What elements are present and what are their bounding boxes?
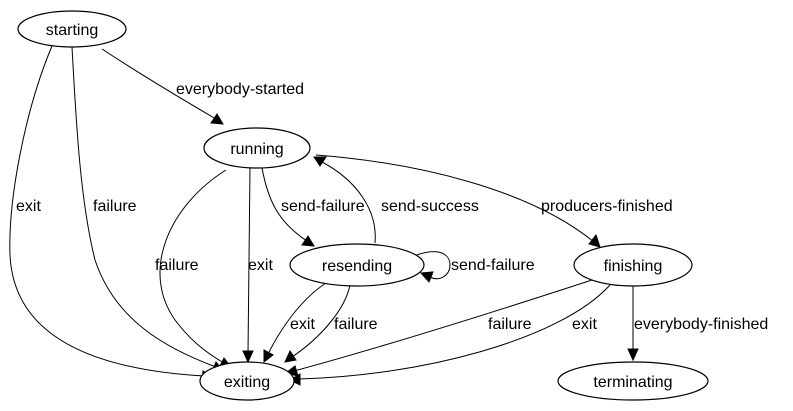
edge-label-failure: failure (93, 198, 137, 215)
edge-label-failure: failure (155, 257, 199, 274)
edge-resending-self: send-failure (413, 251, 535, 283)
edge-label-failure: failure (488, 316, 532, 333)
state-terminating: terminating (557, 361, 709, 401)
edge-label-exit: exit (290, 316, 315, 333)
state-starting: starting (17, 10, 127, 48)
state-running-label: running (230, 141, 283, 158)
edge-label-send-failure: send-failure (281, 198, 365, 215)
state-terminating-label: terminating (593, 374, 672, 391)
edge-label-failure: failure (334, 316, 378, 333)
edge-running-exiting-exit: exit (242, 167, 273, 364)
edge-label-exit: exit (572, 316, 597, 333)
edge-finishing-terminating: everybody-finished (627, 286, 768, 362)
edge-finishing-exiting-exit: exit (288, 284, 611, 386)
edge-resending-exiting-exit: exit (263, 282, 327, 364)
edge-label-producers-finished: producers-finished (541, 198, 673, 215)
state-exiting-label: exiting (224, 374, 270, 391)
edge-running-resending: send-failure (261, 167, 365, 247)
state-starting-label: starting (46, 22, 98, 39)
state-resending: resending (289, 243, 425, 287)
edge-label-exit: exit (16, 198, 41, 215)
edge-running-exiting-failure: failure (155, 169, 232, 369)
edge-finishing-exiting-failure: failure (284, 279, 593, 377)
edge-running-finishing: producers-finished (315, 154, 673, 248)
state-finishing: finishing (573, 243, 693, 287)
edge-label-everybody-started: everybody-started (176, 81, 304, 98)
state-resending-label: resending (322, 258, 392, 275)
state-exiting: exiting (199, 361, 295, 401)
edge-label-exit: exit (248, 257, 273, 274)
state-running: running (203, 127, 311, 169)
edge-resending-exiting-failure: failure (284, 284, 378, 363)
edges: everybody-started exit failure send-fail… (9, 45, 768, 386)
edge-label-send-success: send-success (381, 198, 479, 215)
state-finishing-label: finishing (604, 258, 663, 275)
nodes: starting running resending finishing exi… (17, 10, 709, 401)
edge-label-everybody-finished: everybody-finished (634, 316, 768, 333)
edge-starting-running: everybody-started (101, 48, 304, 125)
edge-resending-running: send-success (313, 156, 479, 244)
edge-label-send-failure-loop: send-failure (451, 257, 535, 274)
